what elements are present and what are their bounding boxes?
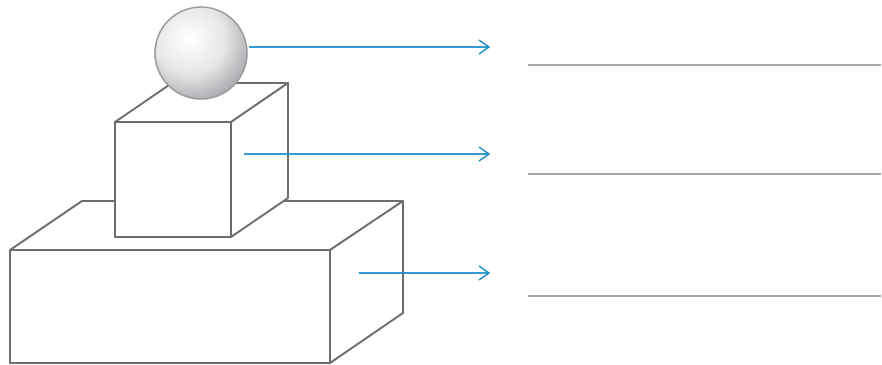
sphere-icon xyxy=(154,6,248,100)
sphere-body xyxy=(154,6,248,100)
cube-icon xyxy=(114,82,289,238)
cube-front-face xyxy=(114,121,232,238)
cuboid-icon xyxy=(9,200,404,364)
cuboid-front-face xyxy=(9,249,331,364)
